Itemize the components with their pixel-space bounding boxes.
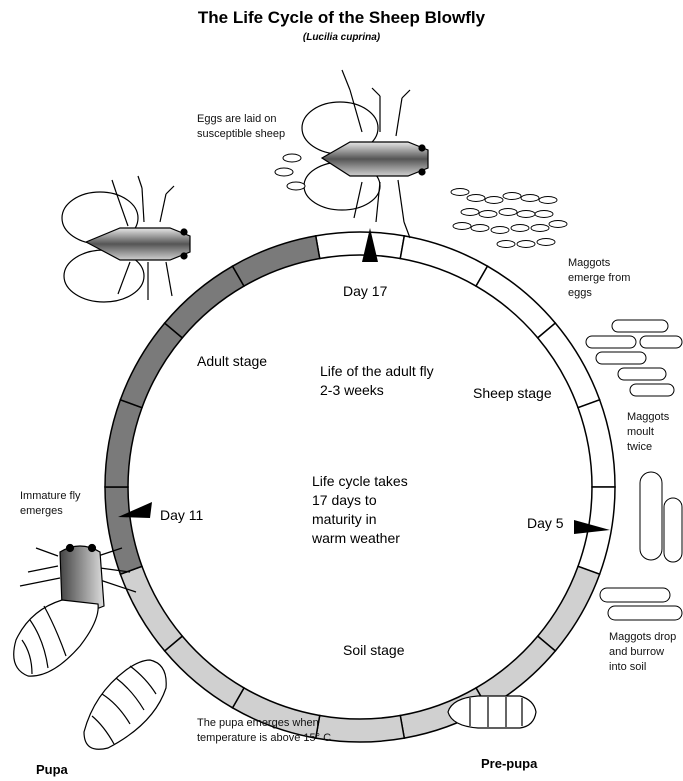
label-sheep-stage: Sheep stage <box>473 384 552 402</box>
egg <box>531 225 549 232</box>
ring-segment <box>400 236 487 286</box>
page-subtitle: (Lucilia cuprina) <box>0 32 683 43</box>
egg <box>497 241 515 248</box>
egg <box>503 193 521 200</box>
egg <box>467 195 485 202</box>
pupa-illustration <box>84 660 166 749</box>
note-maggots-moult: Maggots moult twice <box>627 410 681 455</box>
label-adult-stage: Adult stage <box>197 352 267 370</box>
note-maggots-emerge: Maggots emerge from eggs <box>568 256 648 301</box>
egg <box>521 195 539 202</box>
ring-segment <box>538 566 600 651</box>
burrowing-maggots <box>600 588 682 620</box>
adult-fly <box>62 176 190 302</box>
note-immature-fly: Immature fly emerges <box>20 489 100 519</box>
label-day5: Day 5 <box>527 514 564 532</box>
egg <box>539 197 557 204</box>
ring-segment <box>165 266 244 338</box>
egg <box>537 239 555 246</box>
egg <box>491 227 509 234</box>
ring-segment <box>578 400 615 487</box>
maggots-right <box>586 320 682 396</box>
egg <box>485 197 503 204</box>
large-maggots <box>640 472 682 562</box>
egg <box>479 211 497 218</box>
egg <box>499 209 517 216</box>
label-pupa: Pupa <box>36 762 68 777</box>
ring-segment <box>105 400 142 487</box>
label-pre-pupa: Pre-pupa <box>481 756 537 771</box>
ring-segment <box>476 266 555 338</box>
text-adult-life: Life of the adult fly 2-3 weeks <box>320 362 438 400</box>
note-pupa-emerges: The pupa emerges when temperature is abo… <box>197 716 372 746</box>
egg <box>511 225 529 232</box>
egg <box>549 221 567 228</box>
label-soil-stage: Soil stage <box>343 641 404 659</box>
pre-pupa-illustration <box>448 696 536 728</box>
egg <box>517 241 535 248</box>
ring-segment <box>233 236 320 286</box>
note-eggs-laid: Eggs are laid on susceptible sheep <box>197 112 292 142</box>
text-cycle-length: Life cycle takes 17 days to maturity in … <box>312 472 412 548</box>
ring-segment <box>316 232 405 259</box>
page-title: The Life Cycle of the Sheep Blowfly <box>0 8 683 28</box>
egg <box>471 225 489 232</box>
label-day11: Day 11 <box>160 506 203 524</box>
label-day17: Day 17 <box>343 282 387 300</box>
note-maggots-drop: Maggots drop and burrow into soil <box>609 630 679 675</box>
egg <box>517 211 535 218</box>
eggs-cluster-small <box>275 154 305 190</box>
ring-segment <box>120 566 182 651</box>
ring-segment <box>120 323 182 408</box>
egg-laying-fly <box>302 70 428 238</box>
eggs-cluster <box>451 189 567 248</box>
egg <box>535 211 553 218</box>
egg <box>451 189 469 196</box>
ring-segment <box>165 636 244 708</box>
egg <box>461 209 479 216</box>
egg <box>453 223 471 230</box>
pupa-case-open <box>14 600 98 676</box>
ring-segment <box>105 487 142 574</box>
